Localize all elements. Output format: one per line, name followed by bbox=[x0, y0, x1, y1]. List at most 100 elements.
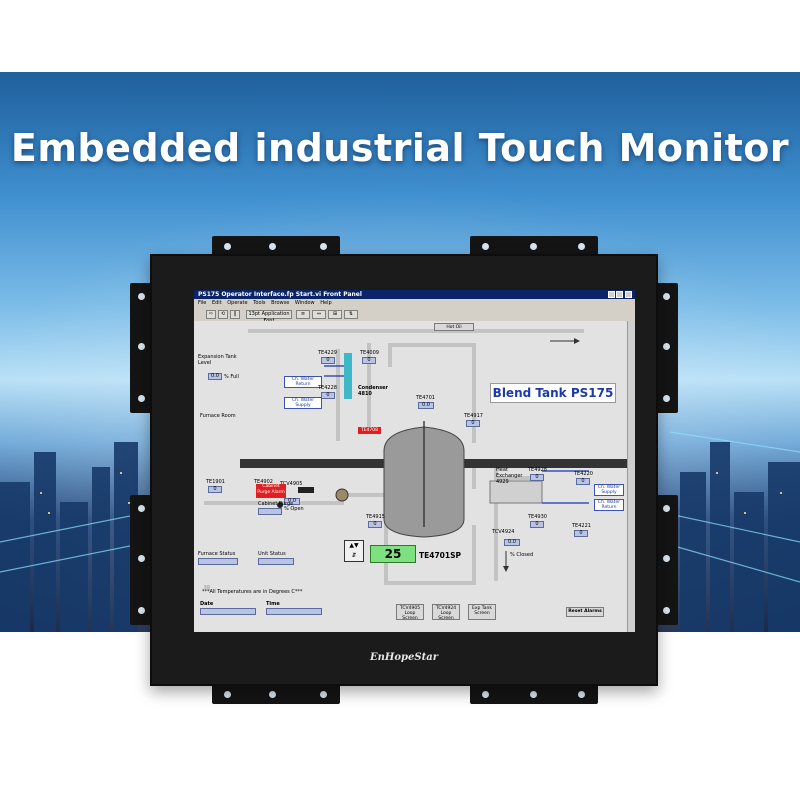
tcv4924-tag: TCV4924 bbox=[492, 529, 515, 535]
screw-hole bbox=[482, 243, 489, 250]
te4928-value: 0 bbox=[530, 474, 544, 481]
furnace-status-field bbox=[198, 558, 238, 565]
te4915-value: 0 bbox=[368, 521, 382, 528]
monitor-screen[interactable]: PS175 Operator Interface.fp Start.vi Fro… bbox=[194, 290, 635, 632]
top-right-bracket bbox=[470, 236, 598, 256]
toolbar: ⇨ ⟲ ‖ 13pt Application Font ≡ ⇔ ⊞ ⇅ bbox=[194, 308, 635, 324]
heat-exchanger-label: Heat Exchanger 4929 bbox=[496, 467, 523, 485]
distribute-icon[interactable]: ⇔ bbox=[312, 310, 326, 319]
te4229-tag: TE4229 bbox=[318, 350, 337, 356]
temperature-note: ***All Temperatures are in Degrees C*** bbox=[202, 589, 303, 595]
te4930-value: 0 bbox=[530, 521, 544, 528]
tcv4905-unit: % Open bbox=[284, 506, 304, 512]
pause-icon[interactable]: ‖ bbox=[230, 310, 240, 319]
screw-hole bbox=[138, 343, 145, 350]
left-lower-bracket bbox=[130, 495, 152, 625]
te4009-tag: TE4009 bbox=[360, 350, 379, 356]
tcv4924-unit: % Closed bbox=[510, 552, 534, 558]
te4708-alarm: TE4708 bbox=[358, 427, 381, 434]
cabinet-purge-label: Cabinet Purge bbox=[258, 501, 294, 507]
screw-hole bbox=[138, 505, 145, 512]
setpoint-tag: TE4701SP bbox=[419, 551, 462, 560]
blend-tank-title: Blend Tank PS175 bbox=[490, 383, 616, 403]
screw-hole bbox=[663, 343, 670, 350]
process-panel: Hot Oil Blend Tank PS175 Expansion Tank … bbox=[194, 321, 627, 632]
te4701-tag: TE4701 bbox=[416, 395, 435, 401]
left-upper-bracket bbox=[130, 283, 152, 413]
reorder-icon[interactable]: ⇅ bbox=[344, 310, 358, 319]
screw-hole bbox=[663, 555, 670, 562]
brand-logo: EnHopeStar bbox=[370, 652, 438, 663]
vertical-scrollbar[interactable] bbox=[627, 321, 635, 632]
condenser-label: Condenser 4810 bbox=[358, 385, 389, 397]
menu-help[interactable]: Help bbox=[320, 300, 332, 306]
te4229-value: 0 bbox=[321, 357, 335, 364]
menu-tools[interactable]: Tools bbox=[253, 300, 266, 306]
screw-hole bbox=[663, 395, 670, 402]
screw-hole bbox=[663, 505, 670, 512]
menu-edit[interactable]: Edit bbox=[211, 300, 222, 306]
tcv4905-value: 0.0 bbox=[284, 498, 300, 505]
screw-hole bbox=[138, 607, 145, 614]
te4220-tag: TE4220 bbox=[574, 471, 593, 477]
screw-hole bbox=[482, 691, 489, 698]
te4930-tag: TE4930 bbox=[528, 514, 547, 520]
top-left-bracket bbox=[212, 236, 340, 256]
exp-tank-button[interactable]: Exp Tank Screen bbox=[468, 604, 496, 620]
maximize-button[interactable] bbox=[616, 291, 623, 298]
tcv4905-tag: TCV4905 bbox=[280, 481, 303, 487]
screw-hole bbox=[663, 293, 670, 300]
te4902-tag: TE4902 bbox=[254, 479, 273, 485]
unit-status-label: Unit Status bbox=[258, 551, 286, 557]
window-title: PS175 Operator Interface.fp Start.vi Fro… bbox=[194, 290, 635, 299]
hot-oil-label: Hot Oil bbox=[434, 323, 474, 331]
screw-hole bbox=[530, 243, 537, 250]
screw-hole bbox=[663, 607, 670, 614]
run-continuous-icon[interactable]: ⟲ bbox=[218, 310, 228, 319]
menu-browse[interactable]: Browse bbox=[271, 300, 290, 306]
te1901-tag: TE1901 bbox=[206, 479, 225, 485]
cabinet-purge-alarm: Cabinet Purge Alarm bbox=[256, 484, 286, 498]
menu-operate[interactable]: Operate bbox=[227, 300, 248, 306]
tcv4924-loop-button[interactable]: TCV4924 Loop Screen bbox=[432, 604, 460, 621]
screw-hole bbox=[138, 293, 145, 300]
process-diagram bbox=[204, 329, 627, 589]
te4917-tag: TE4917 bbox=[464, 413, 483, 419]
align-icon[interactable]: ≡ bbox=[296, 310, 310, 319]
unit-status-field bbox=[258, 558, 294, 565]
screw-hole bbox=[269, 243, 276, 250]
te4221-tag: TE4221 bbox=[572, 523, 591, 529]
screw-hole bbox=[224, 243, 231, 250]
menu-bar: File Edit Operate Tools Browse Window He… bbox=[194, 299, 635, 308]
expansion-tank-unit: % Full bbox=[224, 374, 239, 380]
setpoint-arrows[interactable]: ▲▼⇵ bbox=[344, 540, 364, 562]
date-field bbox=[200, 608, 256, 615]
screw-hole bbox=[320, 691, 327, 698]
screw-hole bbox=[269, 691, 276, 698]
expansion-tank-value: 0.0 bbox=[208, 373, 222, 380]
time-field bbox=[266, 608, 322, 615]
run-arrow-icon[interactable]: ⇨ bbox=[206, 310, 216, 319]
bottom-right-bracket bbox=[470, 684, 598, 704]
screw-hole bbox=[138, 395, 145, 402]
ch-water-supply-box-right: Ch. Water Supply bbox=[594, 484, 624, 496]
te4928-tag: TE4928 bbox=[528, 467, 547, 473]
te4915-tag: TE4915 bbox=[366, 514, 385, 520]
setpoint-value[interactable]: 25 bbox=[370, 545, 416, 563]
headline: Embedded industrial Touch Monitor bbox=[10, 126, 790, 170]
screw-hole bbox=[530, 691, 537, 698]
resize-icon[interactable]: ⊞ bbox=[328, 310, 342, 319]
menu-file[interactable]: File bbox=[198, 300, 207, 306]
ch-water-supply-box: Ch. Water Supply bbox=[284, 397, 322, 409]
furnace-status-label: Furnace Status bbox=[198, 551, 236, 557]
close-button[interactable] bbox=[625, 291, 632, 298]
ch-water-return-box: Ch. Water Return bbox=[284, 376, 322, 388]
menu-window[interactable]: Window bbox=[294, 300, 315, 306]
tcv4905-loop-button[interactable]: TCV4905 Loop Screen bbox=[396, 604, 424, 621]
font-select[interactable]: 13pt Application Font bbox=[246, 310, 292, 324]
reset-alarms-button[interactable]: Reset Alarms bbox=[566, 607, 604, 617]
te4221-value: 0 bbox=[574, 530, 588, 537]
minimize-button[interactable] bbox=[608, 291, 615, 298]
right-upper-bracket bbox=[656, 283, 678, 413]
time-label: Time bbox=[266, 601, 280, 607]
